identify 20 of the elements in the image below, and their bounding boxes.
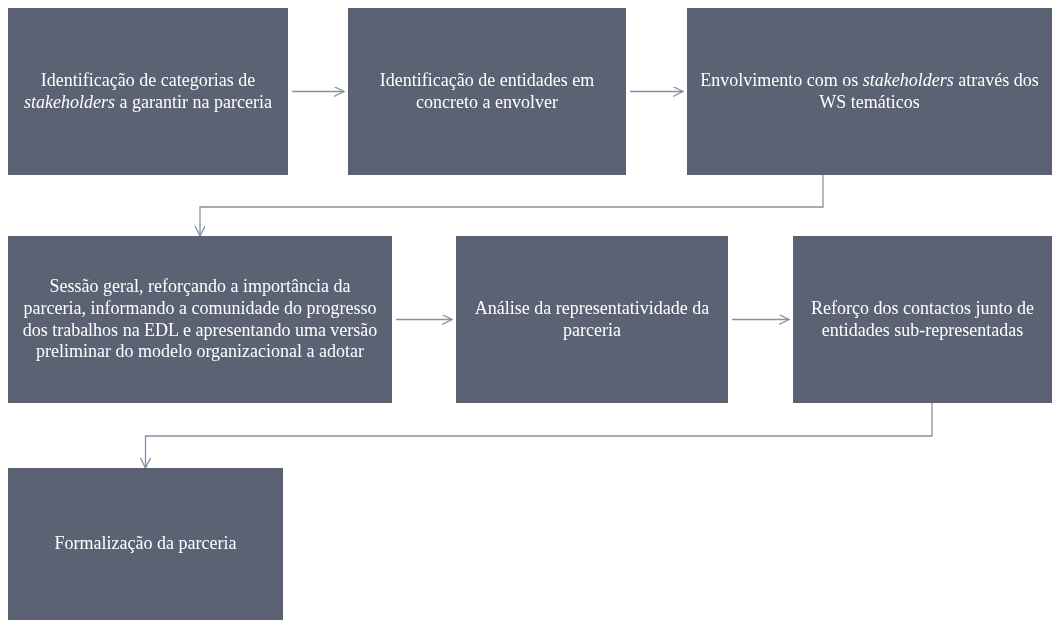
process-box xyxy=(8,8,288,175)
process-box xyxy=(8,468,283,620)
arrow xyxy=(139,402,933,469)
process-box xyxy=(8,236,392,403)
step-text: Identificação de entidades em concreto a envolver xyxy=(378,69,596,114)
arrow xyxy=(395,313,453,326)
step-text: Sessão geral, reforçando a importância da parceria, informando a comunidade do progresso dos trabalhos na EDL e apresentando uma versão preliminar do modelo organizacional a adotar xyxy=(21,276,379,363)
step-text: Formalização da parceria xyxy=(54,533,237,555)
process-box xyxy=(456,236,728,403)
step-text: Identificação de categorias de stakeholders a garantir na parceria xyxy=(23,69,273,114)
arrow xyxy=(291,85,345,98)
process-box xyxy=(348,8,626,175)
step-text: Análise da representatividade da parceria xyxy=(473,297,711,342)
process-box xyxy=(687,8,1052,175)
arrow xyxy=(194,174,824,237)
step-text: Reforço dos contactos junto de entidades sub-representadas xyxy=(810,297,1035,342)
arrow xyxy=(629,85,684,98)
process-box xyxy=(793,236,1052,403)
arrow xyxy=(731,313,790,326)
step-text: Envolvimento com os stakeholders através dos WS temáticos xyxy=(699,69,1040,114)
